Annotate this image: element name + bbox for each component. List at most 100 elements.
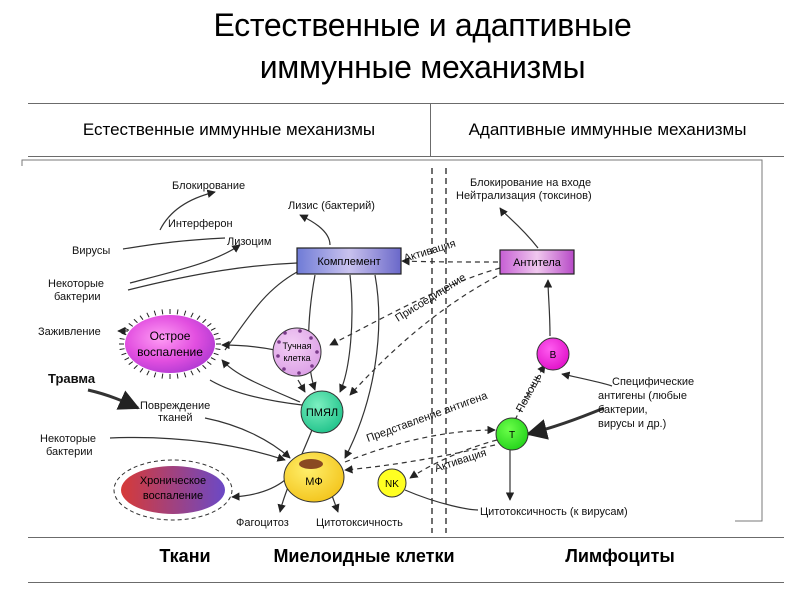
- arrow-mf-chronic: [231, 479, 286, 501]
- label-trauma: Травма: [48, 371, 96, 386]
- nk-node: NK: [377, 468, 407, 498]
- label-bacteria-1: Некоторые: [48, 278, 104, 290]
- chronic-inflammation-node: Хроническое воспаление: [113, 459, 233, 521]
- footer-myeloid: Миелоидные клетки: [273, 545, 455, 566]
- chronic-label-1: Хроническое: [140, 475, 206, 487]
- dashed-antibody-pmnl: [349, 271, 506, 396]
- acute-spike: [161, 309, 164, 315]
- pmnl-node: ПМЯЛ: [300, 390, 344, 434]
- arrow-antibody-blocking: [499, 207, 539, 249]
- arrow-damage-mf: [204, 417, 291, 459]
- label-neutralization: Нейтрализация (токсинов): [456, 190, 592, 202]
- arrow-viruses: [122, 237, 226, 250]
- acute-spike: [146, 370, 150, 376]
- label-attachment: Присоединение: [393, 272, 468, 325]
- acute-spike: [210, 327, 216, 331]
- acute-spike: [215, 348, 221, 350]
- acute-spike: [139, 315, 144, 321]
- acute-spike: [161, 373, 164, 379]
- antibodies-box: Антитела: [499, 249, 575, 275]
- pmnl-label: ПМЯЛ: [306, 407, 338, 419]
- table-bottom-rule: [28, 582, 784, 583]
- t-label: T: [509, 430, 515, 441]
- arrow-complement-mf: [344, 274, 380, 459]
- acute-spike: [213, 352, 219, 356]
- arrow-nk-cytotox: [404, 489, 479, 511]
- acute-inflammation-node: Острое воспаление: [119, 309, 221, 379]
- label-specific-3: бактерии,: [598, 404, 648, 416]
- b-label: B: [550, 350, 557, 361]
- dashed-t-mf: [344, 444, 496, 474]
- acute-spike: [202, 318, 207, 324]
- page-title-line-1: Естественные и адаптивные: [213, 7, 632, 43]
- arrow-antigens-t: [525, 406, 605, 440]
- acute-spike: [128, 323, 134, 327]
- acute-spike: [206, 361, 212, 365]
- arrow-antigens-b: [561, 371, 613, 387]
- arrow-acute-from-pmnl: [221, 359, 301, 403]
- acute-spike: [202, 364, 207, 370]
- header-adaptive: Адаптивные иммунные механизмы: [468, 120, 747, 139]
- acute-spike: [196, 367, 201, 373]
- header-innate: Естественные иммунные механизмы: [82, 120, 376, 139]
- acute-label-1: Острое: [150, 329, 191, 343]
- acute-spike: [153, 372, 157, 378]
- label-phagocytosis: Фагоцитоз: [236, 517, 289, 529]
- label-activation-bottom: Активация: [433, 447, 488, 475]
- complement-box: Комплемент: [296, 247, 402, 275]
- label-bacteria2-2: бактерии: [46, 446, 93, 458]
- arrow-damage-acute: [209, 379, 303, 406]
- acute-spike: [213, 332, 219, 336]
- arrow-mast-acute: [221, 340, 276, 351]
- mast-cell-node: Тучная клетка: [272, 327, 322, 377]
- acute-spike: [190, 370, 194, 376]
- footer-tissues: Ткани: [159, 545, 211, 566]
- label-antigen-presentation: Представление антигена: [365, 390, 490, 445]
- acute-spike: [215, 338, 221, 340]
- arrow-b-antibodies: [543, 279, 553, 337]
- arrow-mast-pmnl: [297, 379, 306, 393]
- header-column-divider: [430, 103, 431, 156]
- acute-spike: [128, 361, 134, 365]
- footer-top-rule: [28, 537, 784, 538]
- label-damage-1: Повреждение: [140, 400, 210, 412]
- acute-spike: [183, 372, 187, 378]
- arrow-lysis: [299, 214, 331, 246]
- complement-label: Комплемент: [317, 256, 380, 268]
- acute-spike: [119, 348, 125, 350]
- mf-label: МФ: [305, 476, 322, 488]
- acute-label-2: воспаление: [137, 345, 203, 359]
- diagram-dashed-arrows: [329, 257, 546, 479]
- acute-spike: [153, 310, 157, 316]
- dashed-t-b: [514, 364, 546, 421]
- label-virus-cytotoxicity: Цитотоксичность (к вирусам): [480, 506, 628, 518]
- label-damage-2: тканей: [158, 412, 193, 424]
- table-top-rule: [28, 103, 784, 104]
- dashed-t-nk: [409, 439, 498, 479]
- acute-spike: [119, 338, 125, 340]
- acute-spike: [190, 312, 194, 318]
- header-bottom-rule: [28, 156, 784, 157]
- label-lysis: Лизис (бактерий): [288, 200, 375, 212]
- label-bacteria2-1: Некоторые: [40, 433, 96, 445]
- acute-spike: [206, 323, 212, 327]
- label-interferon: Интерферон: [168, 218, 233, 230]
- acute-spike: [121, 352, 127, 356]
- label-lysozyme: Лизоцим: [227, 236, 271, 248]
- footer-lymphocytes: Лимфоциты: [565, 545, 675, 566]
- acute-spike: [133, 318, 138, 324]
- mast-cell-granules: [276, 329, 319, 375]
- arrow-bacteria-complement: [127, 262, 298, 291]
- mast-label-2: клетка: [283, 353, 310, 363]
- chronic-label-2: воспаление: [143, 490, 203, 502]
- mf-node: МФ: [283, 451, 345, 503]
- dashed-mf-t: [344, 425, 496, 463]
- acute-spike: [121, 332, 127, 336]
- arrow-lysozyme: [129, 244, 241, 284]
- acute-spike: [124, 357, 130, 361]
- arrow-blocking: [159, 189, 216, 231]
- diagram-frame: [21, 159, 763, 522]
- label-bacteria-2: бактерии: [54, 291, 101, 303]
- label-help: Помощь: [514, 371, 545, 414]
